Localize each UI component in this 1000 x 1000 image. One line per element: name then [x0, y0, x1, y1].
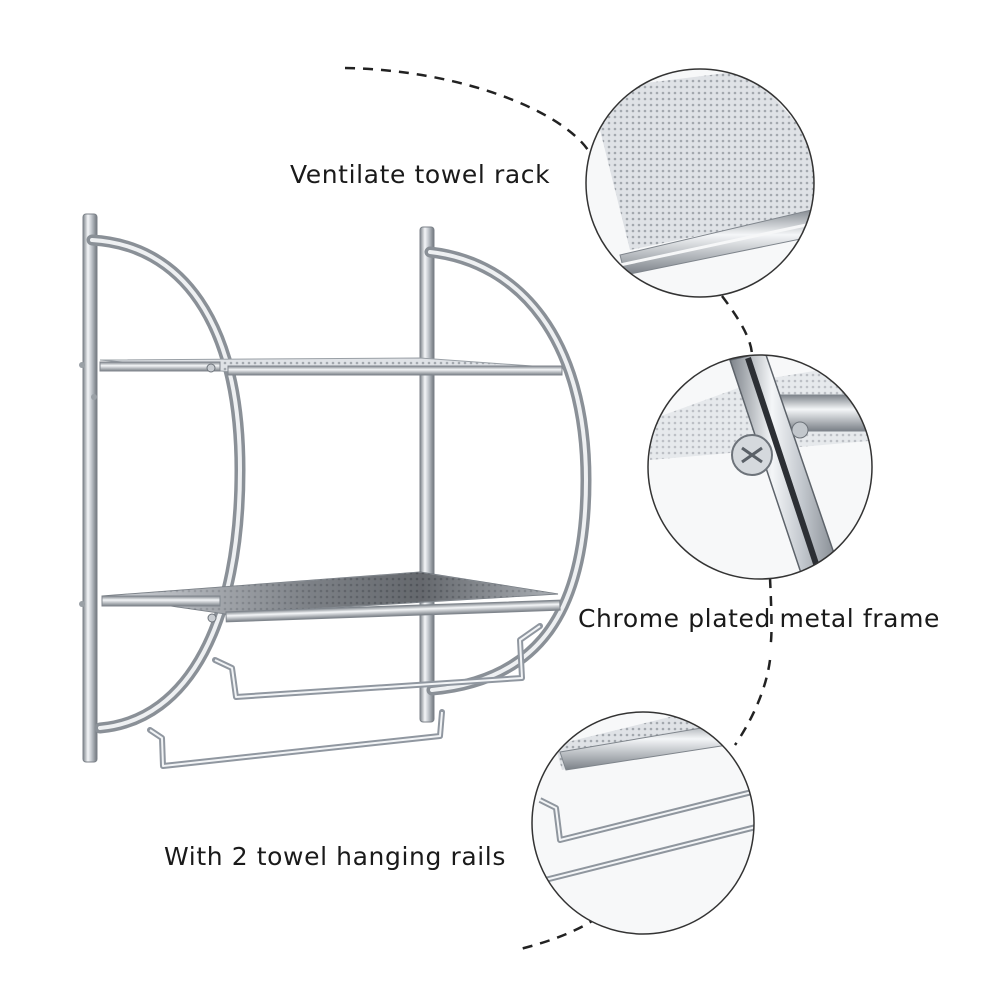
callout-label-towel-rails: With 2 towel hanging rails [164, 842, 506, 871]
bottom-shelf [101, 571, 561, 623]
callout-connector-lower [733, 659, 772, 746]
screw-hole [79, 362, 85, 368]
detail-circle-chrome-frame [647, 354, 873, 580]
screw-hole [79, 601, 85, 607]
callout-connector-top [344, 66, 590, 151]
left-arc-frame [86, 234, 246, 734]
rack-frame [79, 213, 592, 769]
callout-label-chrome-frame: Chrome plated metal frame [578, 604, 941, 633]
detail-circle-towel-rails [531, 711, 755, 935]
callout-connector-mid-upper [720, 295, 754, 357]
detail-circle-ventilated-shelf [585, 68, 815, 298]
right-arc-frame [424, 246, 592, 696]
screw-hole [91, 394, 97, 400]
callout-label-ventilate: Ventilate towel rack [290, 160, 551, 189]
towel-rails [147, 623, 543, 769]
right-wall-post [419, 226, 435, 723]
callout-connector-bottom [515, 915, 599, 952]
left-wall-post [82, 213, 98, 763]
top-shelf [99, 357, 563, 376]
lower-towel-rail [147, 709, 445, 769]
upper-towel-rail [212, 623, 543, 700]
